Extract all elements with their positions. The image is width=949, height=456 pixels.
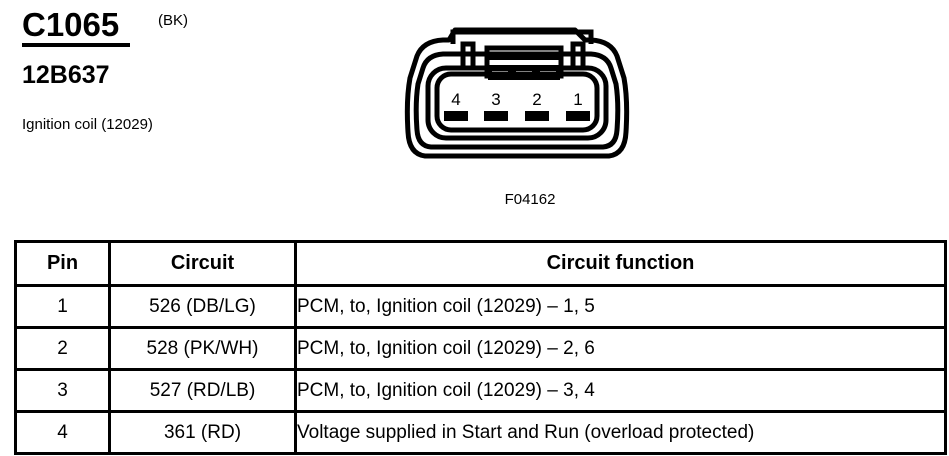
cell-circuit: 361 (RD) bbox=[108, 410, 297, 455]
pinout-table: Pin Circuit Circuit function 1 526 (DB/L… bbox=[14, 240, 947, 455]
connector-reference-label: F04162 bbox=[504, 191, 556, 208]
cell-circuit-function: PCM, to, Ignition coil (12029) – 2, 6 bbox=[294, 326, 947, 371]
cell-circuit: 527 (RD/LB) bbox=[108, 368, 297, 413]
connector-latch-bridge bbox=[450, 29, 594, 44]
pin-cavity-2 bbox=[525, 111, 549, 121]
connector-header: C1065 (BK) 12B637 Ignition coil (12029) bbox=[20, 6, 350, 133]
column-header-pin: Pin bbox=[14, 240, 111, 287]
column-header-circuit: Circuit bbox=[108, 240, 297, 287]
connector-id: C1065 bbox=[22, 6, 120, 43]
pin-label-3: 3 bbox=[491, 90, 500, 109]
connector-latch-right-wall bbox=[570, 41, 586, 70]
connector-id-row: C1065 (BK) bbox=[20, 6, 350, 48]
connector-figure: 4 3 2 1 F04162 bbox=[395, 8, 665, 218]
pin-cavity-4 bbox=[444, 111, 468, 121]
pin-cavity-1 bbox=[566, 111, 590, 121]
cell-circuit-function: Voltage supplied in Start and Run (overl… bbox=[294, 410, 947, 455]
table-row: 4 361 (RD) Voltage supplied in Start and… bbox=[14, 410, 947, 455]
pin-label-2: 2 bbox=[532, 90, 541, 109]
cell-circuit: 526 (DB/LG) bbox=[108, 284, 297, 329]
cell-circuit-function: PCM, to, Ignition coil (12029) – 1, 5 bbox=[294, 284, 947, 329]
table-header-row: Pin Circuit Circuit function bbox=[14, 240, 947, 287]
connector-face-diagram: 4 3 2 1 bbox=[404, 27, 630, 159]
pin-cavity-3 bbox=[484, 111, 508, 121]
table-row: 1 526 (DB/LG) PCM, to, Ignition coil (12… bbox=[14, 284, 947, 329]
connector-latch-tab-3 bbox=[536, 67, 560, 80]
cell-circuit: 528 (PK/WH) bbox=[108, 326, 297, 371]
connector-inner-shell bbox=[413, 51, 621, 150]
cell-pin: 1 bbox=[14, 284, 111, 329]
cell-pin: 3 bbox=[14, 368, 111, 413]
cell-pin: 2 bbox=[14, 326, 111, 371]
table-body: 1 526 (DB/LG) PCM, to, Ignition coil (12… bbox=[14, 284, 947, 455]
table-row: 2 528 (PK/WH) PCM, to, Ignition coil (12… bbox=[14, 326, 947, 371]
connector-color-code: (BK) bbox=[158, 12, 188, 29]
pin-label-4: 4 bbox=[451, 90, 460, 109]
column-header-circuit-function: Circuit function bbox=[294, 240, 947, 287]
part-number: 12B637 bbox=[22, 61, 110, 89]
connector-latch-left-wall bbox=[460, 41, 476, 70]
cell-pin: 4 bbox=[14, 410, 111, 455]
pin-label-1: 1 bbox=[573, 90, 582, 109]
connector-id-underline bbox=[22, 43, 130, 47]
connector-latch-tab-1 bbox=[488, 67, 512, 80]
connector-outer-shell bbox=[404, 27, 630, 159]
table-row: 3 527 (RD/LB) PCM, to, Ignition coil (12… bbox=[14, 368, 947, 413]
cell-circuit-function: PCM, to, Ignition coil (12029) – 3, 4 bbox=[294, 368, 947, 413]
connector-latch-tab-2 bbox=[512, 67, 536, 80]
component-name: Ignition coil (12029) bbox=[22, 116, 153, 133]
